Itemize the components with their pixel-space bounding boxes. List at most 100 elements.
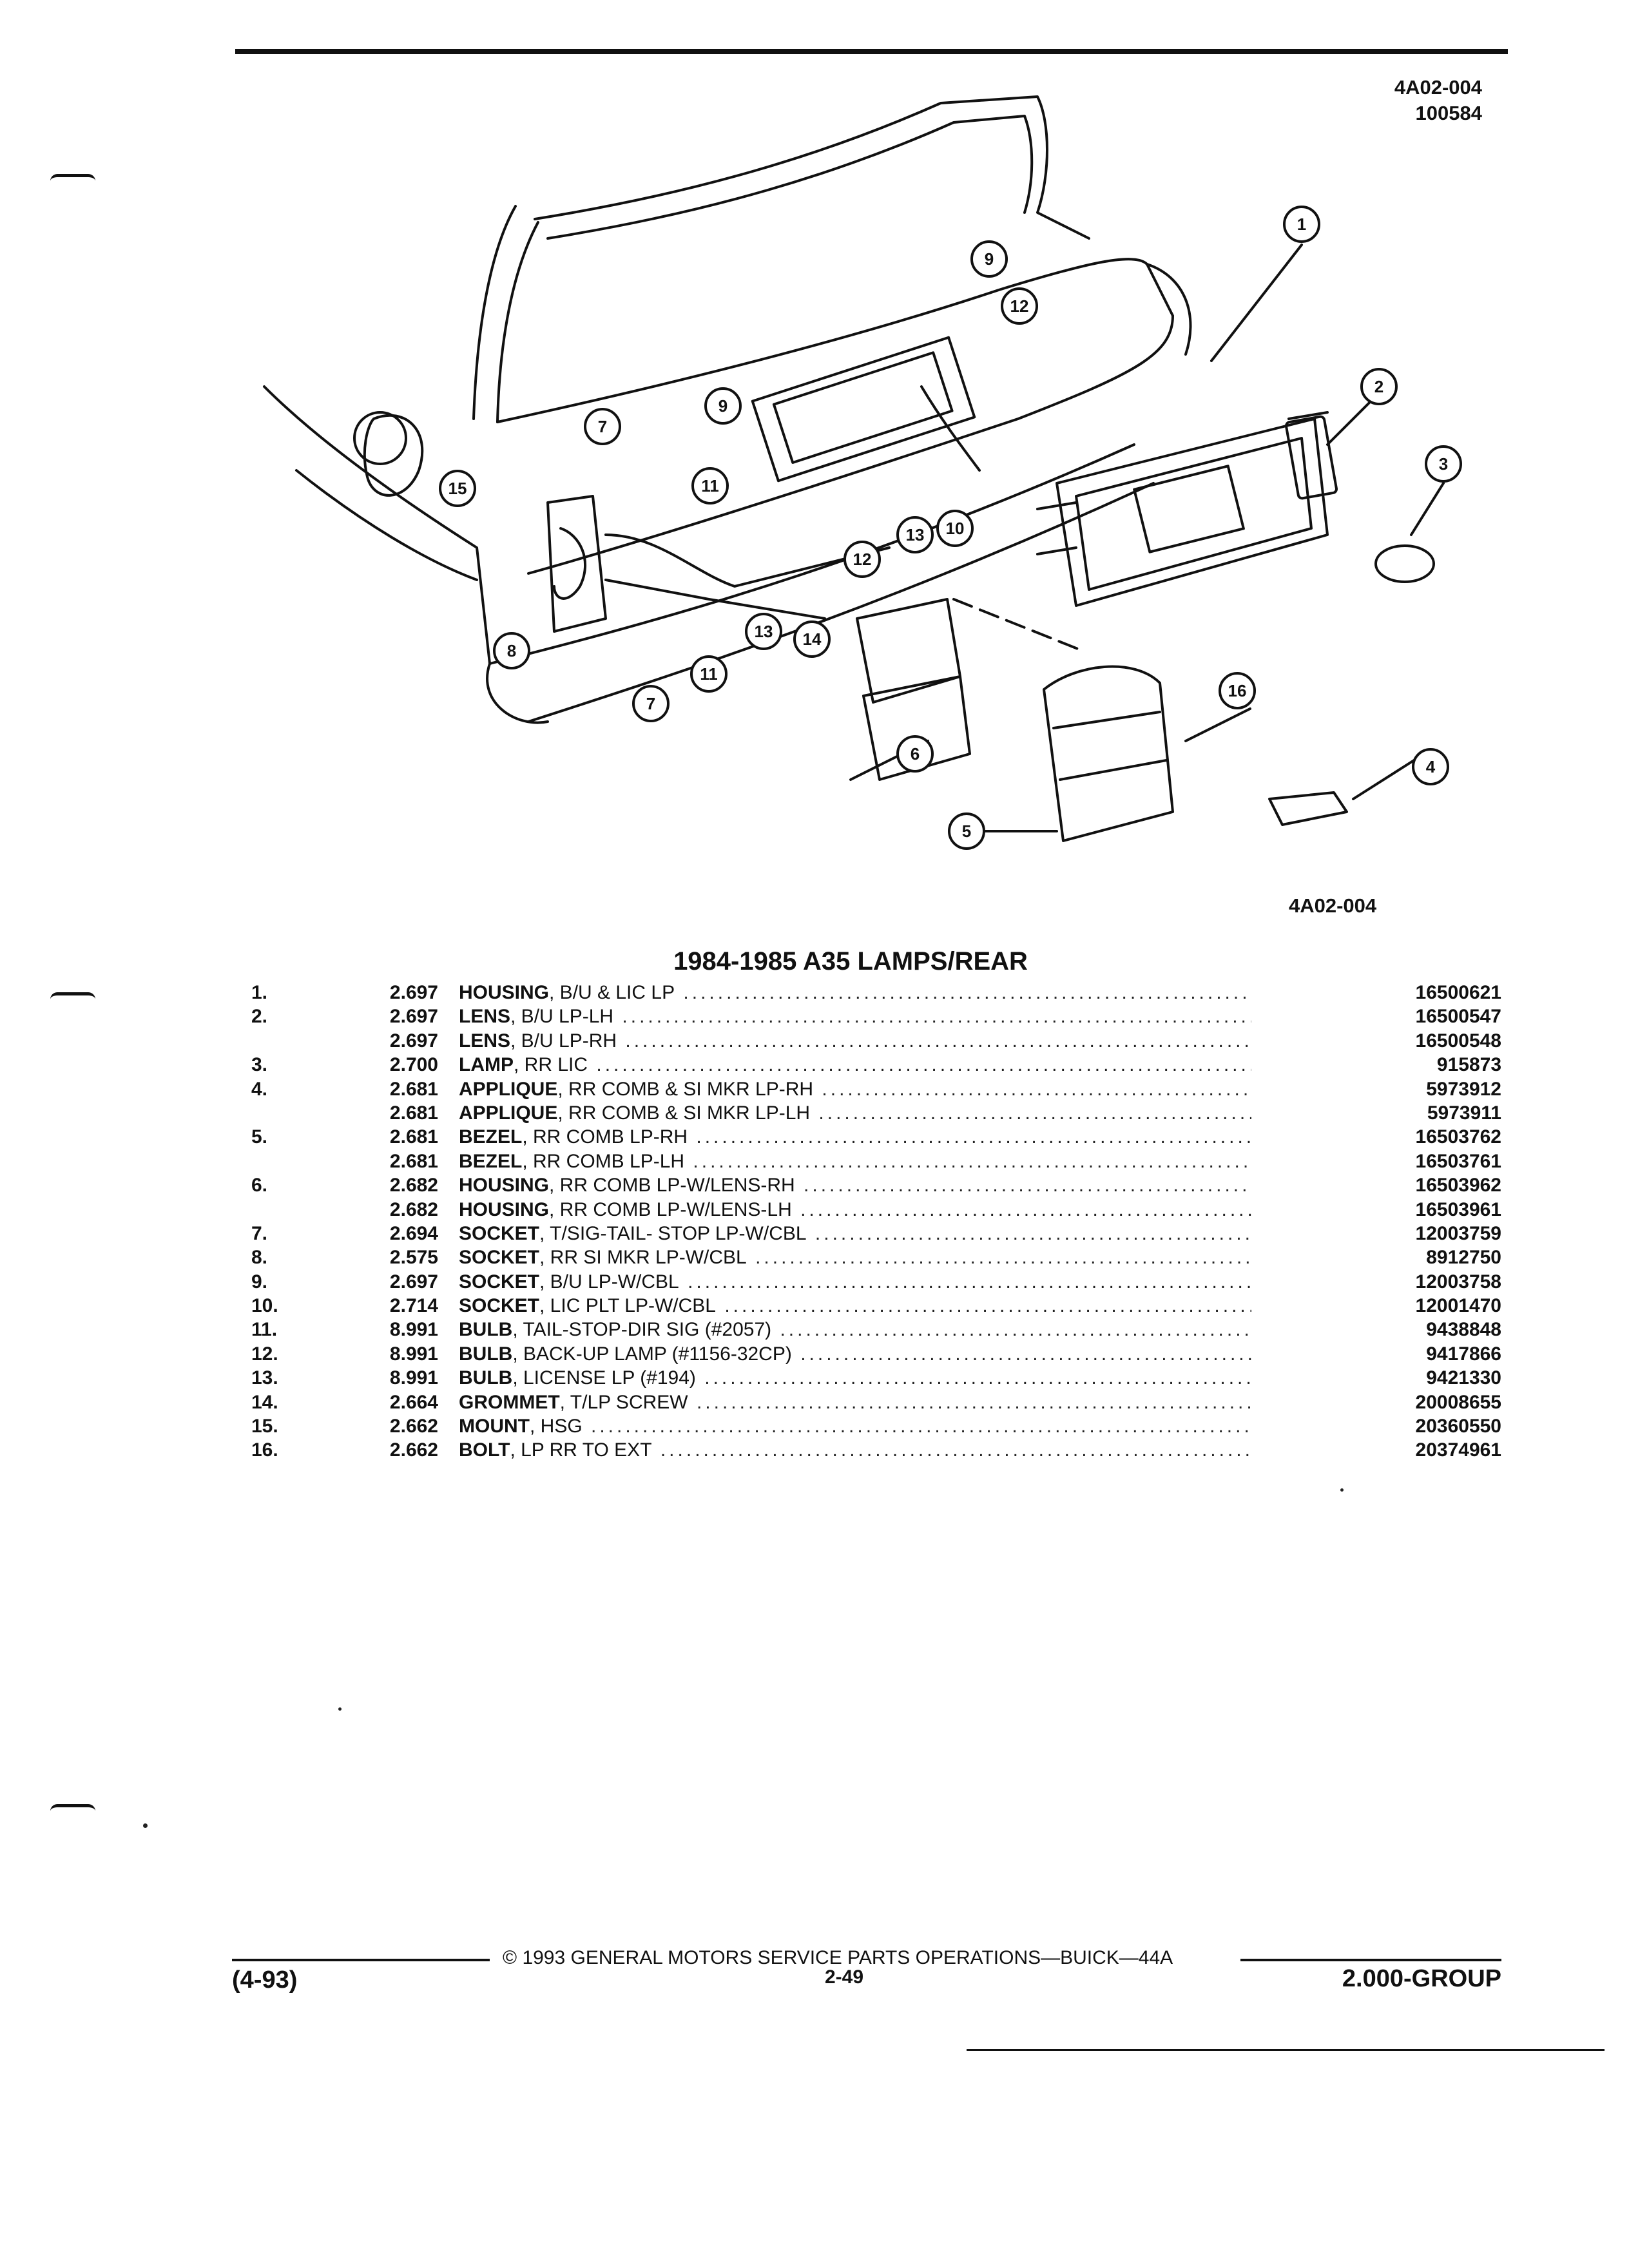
part-number: 12003759 [1415,1222,1501,1244]
part-description: LENS, B/U LP-RH ........................… [459,1029,1251,1053]
part-detail: , RR COMB LP-RH [522,1126,688,1148]
footer-rule-left [232,1959,490,1961]
svg-text:12: 12 [1010,296,1029,316]
svg-text:14: 14 [803,629,822,649]
part-number: 20360550 [1415,1416,1501,1437]
svg-text:12: 12 [853,550,872,569]
part-name: BULB [459,1343,513,1365]
diagram-code: 4A02-004 [1289,894,1377,917]
leader-dots: ........................................… [815,1222,1251,1244]
part-description: HOUSING, RR COMB LP-W/LENS-RH ..........… [459,1173,1251,1197]
part-number: 12001470 [1415,1295,1501,1317]
svg-text:3: 3 [1439,454,1448,474]
leader-dots: ........................................… [696,1126,1251,1148]
leader-dots: ........................................… [804,1175,1251,1196]
leader-dots: ........................................… [800,1343,1251,1365]
part-number: 16500547 [1415,1006,1501,1028]
part-number: 16503961 [1415,1198,1501,1220]
part-detail: , LICENSE LP (#194) [512,1367,696,1389]
group-number: 2.682 [389,1198,438,1220]
item-number: 13. [251,1367,278,1389]
part-name: SOCKET [459,1271,540,1293]
group-number: 2.681 [389,1126,438,1148]
svg-text:11: 11 [700,664,718,684]
leader-dots: ........................................… [755,1247,1251,1269]
leader-dots: ........................................… [822,1078,1251,1100]
leader-dots: ........................................… [693,1150,1251,1172]
leader-dots: ........................................… [625,1030,1251,1052]
tail-lamp-cavity [546,495,607,633]
part-detail: , RR COMB & SI MKR LP-LH [557,1102,811,1124]
item-number: 11. [251,1319,278,1341]
part-name: LENS [459,1030,511,1052]
svg-text:15: 15 [448,479,467,498]
part-number: 16503761 [1415,1150,1501,1172]
part-number: 20374961 [1415,1439,1501,1461]
copyright-line: © 1993 GENERAL MOTORS SERVICE PARTS OPER… [503,1947,1173,1968]
leader-dots: ........................................… [696,1391,1251,1413]
item-number: 12. [251,1343,278,1365]
leader-dots: ........................................… [622,1006,1251,1028]
group-number: 2.697 [389,1006,438,1028]
leader-dots: ........................................… [591,1416,1251,1437]
part-name: APPLIQUE [459,1102,558,1124]
license-pocket [751,336,976,483]
part-detail: , HSG [529,1416,583,1437]
item-number: 9. [251,1271,268,1293]
item-number: 15. [251,1416,278,1437]
svg-text:5: 5 [962,822,971,841]
lens-part [1284,415,1338,500]
part-description: LENS, B/U LP-LH ........................… [459,1004,1251,1028]
part-detail: , LP RR TO EXT [510,1439,652,1461]
part-description: BOLT, LP RR TO EXT .....................… [459,1438,1251,1462]
part-detail: , B/U LP-W/CBL [539,1271,679,1293]
part-detail: , TAIL-STOP-DIR SIG (#2057) [512,1319,772,1341]
part-description: BEZEL, RR COMB LP-LH ...................… [459,1149,1251,1173]
bumper-outline [488,443,1135,665]
scan-speck [338,1707,342,1711]
item-number: 2. [251,1006,268,1028]
page-number: 2-49 [825,1966,864,1988]
part-detail: , B/U & LIC LP [549,982,675,1003]
figure-code: 4A02-004 [1394,76,1482,99]
part-detail: , RR COMB LP-LH [522,1150,685,1172]
svg-text:11: 11 [701,476,719,495]
license-lamp-housing [1055,418,1329,607]
callout-bubbles [439,206,1462,850]
applique-part4 [1268,791,1348,826]
group-label: 2.000-GROUP [1342,1965,1501,1992]
leader-dots: ........................................… [688,1271,1251,1293]
part-name: BULB [459,1367,513,1389]
part-name: SOCKET [459,1222,540,1244]
part-name: SOCKET [459,1295,540,1317]
part-name: BEZEL [459,1126,523,1148]
part-detail: , LIC PLT LP-W/CBL [539,1295,716,1317]
leader-dots: ........................................… [596,1054,1251,1076]
item-number: 6. [251,1175,268,1196]
part-name: GROMMET [459,1391,560,1413]
group-number: 2.700 [389,1054,438,1076]
leader-dots: ........................................… [704,1367,1251,1389]
svg-text:7: 7 [646,694,655,713]
leader-dots: ........................................… [780,1319,1251,1341]
part-number: 12003758 [1415,1271,1501,1293]
part-description: HOUSING, RR COMB LP-W/LENS-LH ..........… [459,1198,1251,1222]
svg-text:10: 10 [946,519,965,538]
part-number: 16500621 [1415,982,1501,1003]
part-name: BOLT [459,1439,510,1461]
part-name: APPLIQUE [459,1078,558,1100]
svg-text:7: 7 [598,417,607,436]
callout-labels: 1 2 3 4 5 6 7 7 8 9 9 10 11 11 12 12 13 … [448,215,1449,841]
part-name: MOUNT [459,1416,530,1437]
svg-text:4: 4 [1426,757,1436,776]
item-number: 14. [251,1391,278,1413]
